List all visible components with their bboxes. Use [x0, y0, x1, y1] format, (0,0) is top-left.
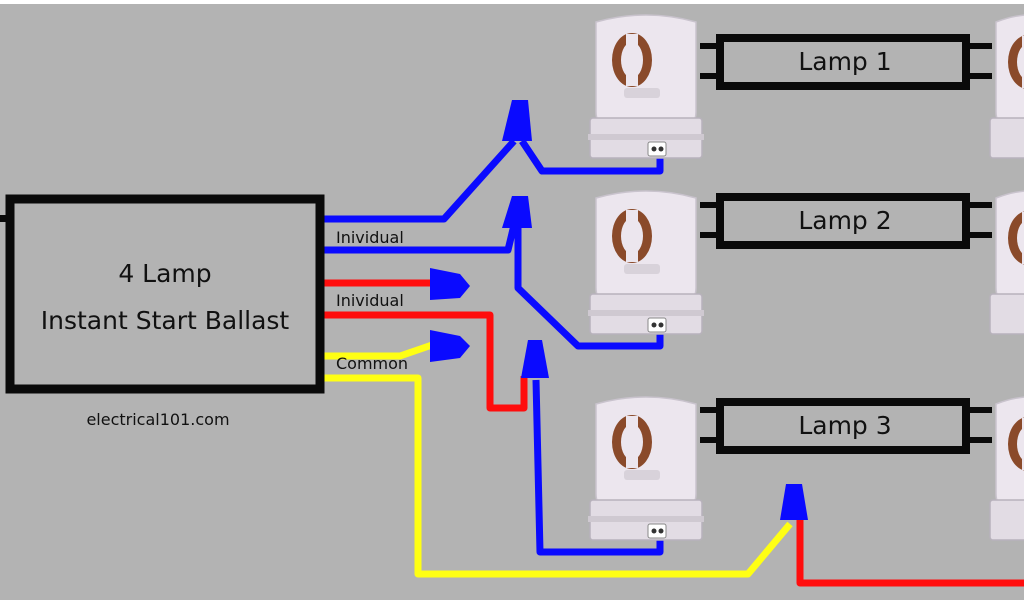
- yellow-common-wire-upper: [320, 341, 434, 360]
- lamp-1-assembly: Lamp 1: [587, 14, 1024, 159]
- red-wire-lower: [320, 311, 528, 412]
- lamp-1-left-socket: [587, 14, 705, 159]
- ballast-title-line1: 4 Lamp: [118, 259, 211, 288]
- blue-wire-nut-1: [502, 100, 532, 141]
- lamp-3-tube: [716, 398, 970, 454]
- wire-label-yellow: Common: [336, 354, 408, 373]
- blue-wire-lamp1: [519, 139, 664, 175]
- red-wires: [320, 279, 1024, 587]
- blue-wire-nut-3: [521, 340, 549, 378]
- blue-wire-nut-4: [430, 268, 470, 300]
- lamp-3-assembly: Lamp 3: [587, 396, 1024, 541]
- wire-nuts: [430, 100, 808, 520]
- lamp-2-left-socket: [587, 190, 705, 335]
- blue-wire-nut-2: [502, 196, 532, 228]
- blue-wire-upper: [320, 138, 517, 223]
- ballast-box: [5, 194, 325, 394]
- wire-label-red: Inividual: [336, 291, 404, 310]
- lamp-2-tube: [716, 193, 970, 249]
- lamp-2-label: Lamp 2: [798, 206, 891, 235]
- red-wire-lamp3-out: [796, 520, 1024, 587]
- blue-wire-nut-6: [780, 484, 808, 520]
- blue-wire-nut-5: [430, 330, 470, 362]
- lamp-3-label: Lamp 3: [798, 411, 891, 440]
- blue-wire-lower: [320, 224, 518, 254]
- lamp-1-label: Lamp 1: [798, 47, 891, 76]
- lamp-1-tube: [716, 34, 970, 90]
- blue-wire-lamp2: [514, 225, 664, 350]
- yellow-common-wire-lamp3: [320, 374, 793, 578]
- yellow-wires: [320, 341, 793, 578]
- ballast-title-line2: Instant Start Ballast: [41, 306, 290, 335]
- lamp-3-left-socket: [587, 396, 705, 541]
- ballast: 4 Lamp Instant Start Ballast electrical1…: [0, 194, 325, 429]
- wire-label-blue: Inividual: [336, 228, 404, 247]
- lamp-2-assembly: Lamp 2: [587, 190, 1024, 335]
- blue-wires: [320, 138, 664, 556]
- blue-wire-lamp3: [532, 379, 664, 556]
- source-credit: electrical101.com: [86, 410, 229, 429]
